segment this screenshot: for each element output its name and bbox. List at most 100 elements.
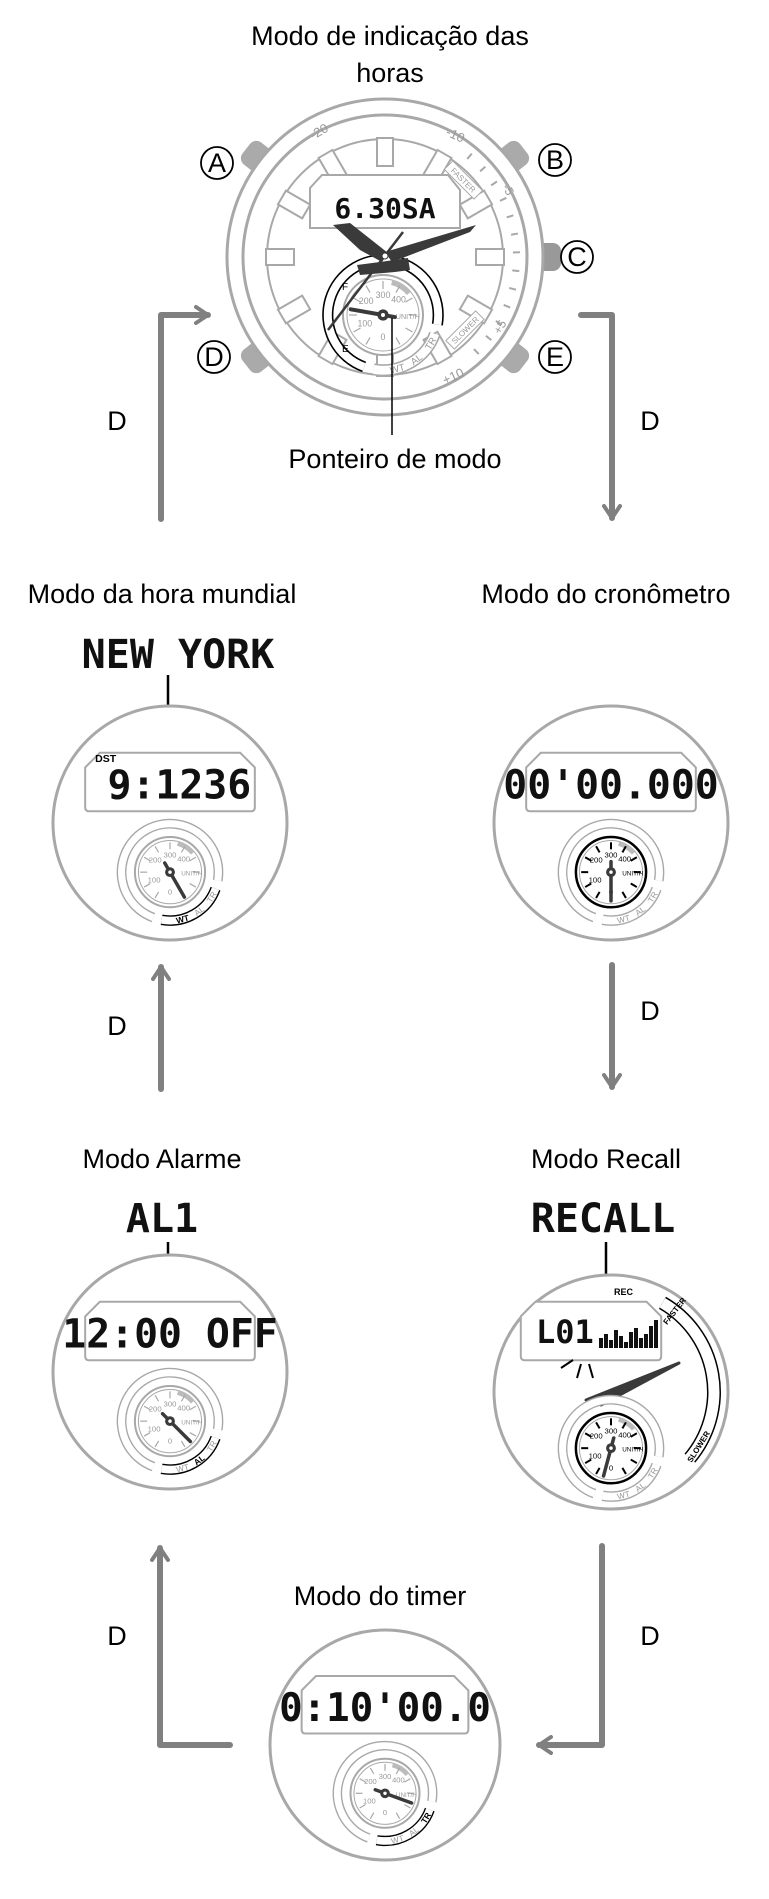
- subdial-inner: [137, 840, 203, 905]
- bezel-tick: [466, 152, 473, 160]
- subdial-tick: [395, 1767, 401, 1775]
- subdial-label-300: 300: [379, 1772, 392, 1781]
- subdial-tick: [353, 327, 361, 333]
- hand-pin: [383, 1791, 387, 1796]
- subdial-tick: [584, 856, 592, 862]
- bezel-tick: [512, 269, 520, 273]
- main-lcd: [309, 174, 461, 229]
- subdial-label-100: 100: [358, 319, 373, 329]
- hour-index: [376, 137, 394, 167]
- lcd-panel: [84, 1300, 256, 1362]
- second-hand: [327, 231, 404, 331]
- subdial-tick: [365, 337, 371, 345]
- subdial-tick: [630, 856, 638, 862]
- subdial-label-400: 400: [618, 1430, 631, 1439]
- bezel-tick: [503, 304, 511, 309]
- subdial-ring-inner: [333, 1742, 436, 1842]
- hand-counterweight: [357, 258, 410, 275]
- mode-label-wt: WT: [175, 1462, 190, 1475]
- button-label-circle: [560, 240, 594, 274]
- subdial-tick: [189, 883, 197, 888]
- graph-bar: [609, 1340, 613, 1348]
- subdial-tick: [359, 1803, 366, 1809]
- red-zone: [617, 1416, 636, 1431]
- graph-bar: [639, 1338, 643, 1348]
- timer-title: Modo do timer: [294, 1581, 467, 1611]
- subdial-inner: [346, 278, 420, 352]
- subdial-tick: [621, 845, 627, 853]
- bezel-tick: [510, 232, 519, 236]
- subdial-label-200: 200: [590, 1432, 603, 1441]
- arrow-timer-to-alarm: [150, 1545, 233, 1748]
- subdial-tick: [154, 1395, 160, 1402]
- bezel-tick: [499, 196, 507, 202]
- button-letter-b: B: [546, 145, 564, 175]
- subdial-ring-inner: [118, 820, 222, 921]
- subdial-tick: [395, 1812, 401, 1819]
- d-label-5: D: [107, 1621, 127, 1651]
- subdial-unit: UNIT/H: [396, 312, 420, 321]
- subdial-f: F: [342, 282, 348, 293]
- bezel-tick: [506, 214, 514, 219]
- red-zone: [391, 1762, 410, 1777]
- subdial-label-200: 200: [590, 856, 603, 865]
- d-label-3: D: [107, 1011, 127, 1041]
- d-label-2: D: [640, 406, 660, 436]
- subdial-tick: [154, 891, 160, 899]
- subdial-tick: [369, 1812, 375, 1819]
- mode-arc-inner: [601, 1463, 661, 1501]
- mode-label-tr: TR: [645, 1466, 659, 1481]
- subdial-tick: [143, 883, 151, 888]
- bezel-tick: [495, 320, 503, 326]
- subdial-tick: [621, 1421, 627, 1429]
- subdial-label-200: 200: [359, 296, 374, 306]
- subdial-label-0: 0: [381, 332, 386, 342]
- subdial-label-300: 300: [376, 290, 391, 300]
- graph-bar: [634, 1328, 638, 1348]
- graph-bar: [614, 1330, 618, 1348]
- mode-label-tr: TR: [204, 890, 218, 905]
- subdial-inner: [578, 1416, 644, 1481]
- lcd-panel: [525, 751, 697, 813]
- subdial-tick: [143, 1432, 151, 1437]
- subdial-tick: [595, 845, 601, 853]
- hour-index: [276, 294, 312, 325]
- hand-pin: [168, 870, 172, 874]
- lcd-panel: [84, 751, 256, 813]
- bezel-plus5: +5: [490, 317, 509, 336]
- subdial-label-100: 100: [589, 875, 602, 884]
- alarm-callout: AL1: [126, 1196, 198, 1242]
- subdial-inner: [137, 1389, 203, 1454]
- subdial-label-400: 400: [391, 295, 406, 305]
- subdial-label-300: 300: [164, 1399, 177, 1408]
- subdial-tick: [584, 1432, 592, 1438]
- red-zone: [176, 840, 195, 855]
- subdial-label-0: 0: [609, 1463, 613, 1472]
- graph-bar: [649, 1326, 653, 1348]
- hour-index: [475, 248, 505, 266]
- mode-arc-inner: [372, 332, 440, 375]
- flash-mark: [576, 1363, 582, 1379]
- subdial-inner: [578, 840, 644, 905]
- button-letter-a: A: [208, 148, 226, 178]
- subdial-tick: [405, 327, 413, 333]
- subdial-ring-inner: [118, 1369, 222, 1470]
- subdial-label-400: 400: [618, 854, 631, 863]
- subdial-e: E: [342, 344, 349, 355]
- bezel-minus10: -10: [444, 124, 467, 146]
- hand-pin: [381, 313, 385, 317]
- mode-label-wt: WT: [616, 913, 631, 926]
- subdial-tick: [630, 1458, 638, 1464]
- mode-label-wt: WT: [616, 1489, 631, 1502]
- bezel-tick: [485, 335, 492, 341]
- mode-arc-inner: [160, 1436, 220, 1474]
- button-label-circle: [197, 340, 231, 374]
- mode-label-wt: WT: [390, 1834, 405, 1846]
- graph-bar: [599, 1338, 603, 1348]
- subdial-label-400: 400: [392, 1776, 405, 1785]
- subdial-tick: [189, 1405, 197, 1411]
